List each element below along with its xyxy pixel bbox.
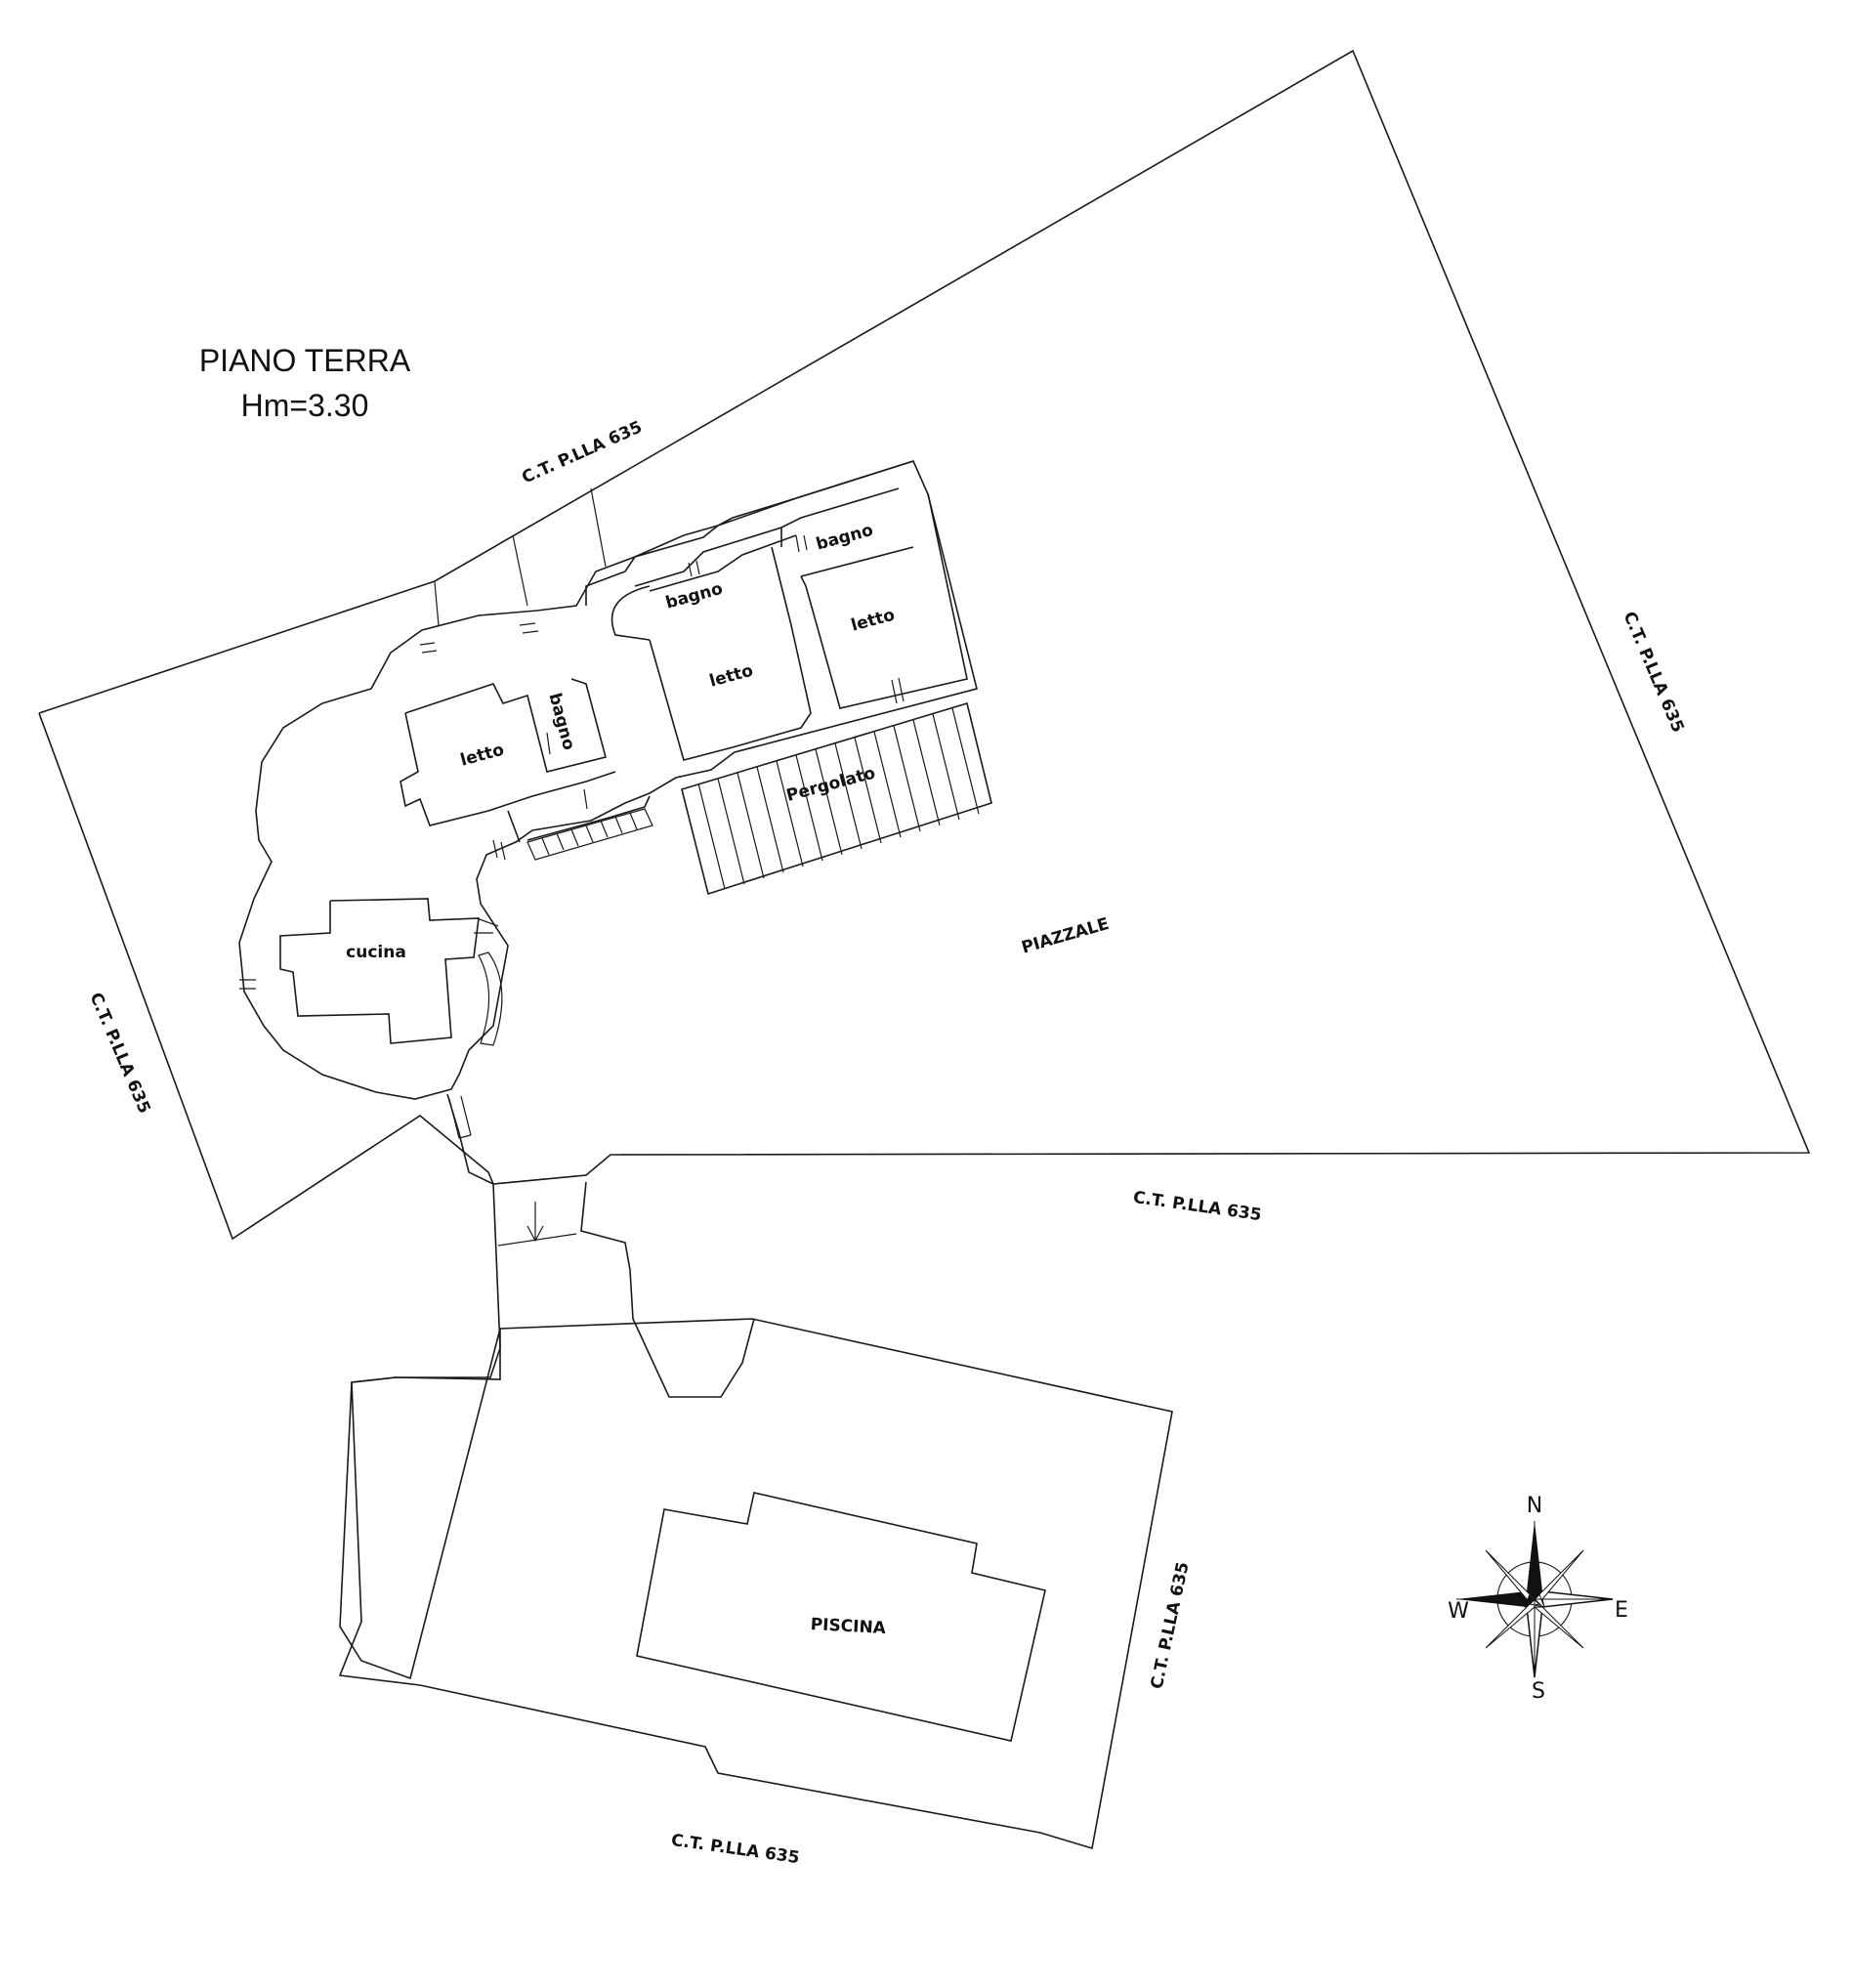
room-label-bagno-2: bagno [814, 521, 875, 555]
parcel-label-bottom: C.T. P.LLA 635 [670, 1831, 801, 1868]
property-boundary [38, 49, 1811, 1241]
pool-path [339, 1093, 755, 1680]
house-outline [238, 460, 978, 1100]
compass-w: W [1448, 1599, 1469, 1624]
parcel-label-left: C.T. P.LLA 635 [86, 990, 154, 1117]
room-label-piscina: PISCINA [810, 1615, 887, 1638]
room-label-piazzale: PIAZZALE [1020, 914, 1112, 958]
parcel-label-right: C.T. P.LLA 635 [1620, 609, 1688, 736]
cucina-room [239, 898, 503, 1046]
room-label-letto-2: letto [849, 606, 897, 636]
compass-rose [1456, 1521, 1614, 1678]
room-label-cucina: cucina [346, 943, 406, 962]
plan-height: Hm=3.30 [241, 388, 369, 423]
compass-n: N [1527, 1494, 1542, 1518]
east-wing [585, 460, 968, 761]
parcel-label-pool-right: C.T. P.LLA 635 [1148, 1560, 1194, 1691]
boundary-partitions [434, 487, 607, 626]
compass-s: S [1532, 1679, 1545, 1704]
room-label-letto-3: letto [458, 740, 506, 771]
room-label-pergolato: Pergolato [784, 763, 877, 805]
plan-title: PIANO TERRA [199, 343, 411, 378]
pool-deck [338, 1318, 1173, 1850]
pergolato [681, 701, 992, 896]
pool [636, 1492, 1046, 1742]
parcel-label-middle: C.T. P.LLA 635 [1132, 1188, 1263, 1225]
room-label-letto-1: letto [707, 661, 755, 692]
parcel-label-top: C.T. P.LLA 635 [519, 417, 645, 487]
west-wing [400, 622, 653, 861]
compass-e: E [1615, 1598, 1628, 1623]
room-label-bagno-3: bagno [544, 691, 578, 752]
